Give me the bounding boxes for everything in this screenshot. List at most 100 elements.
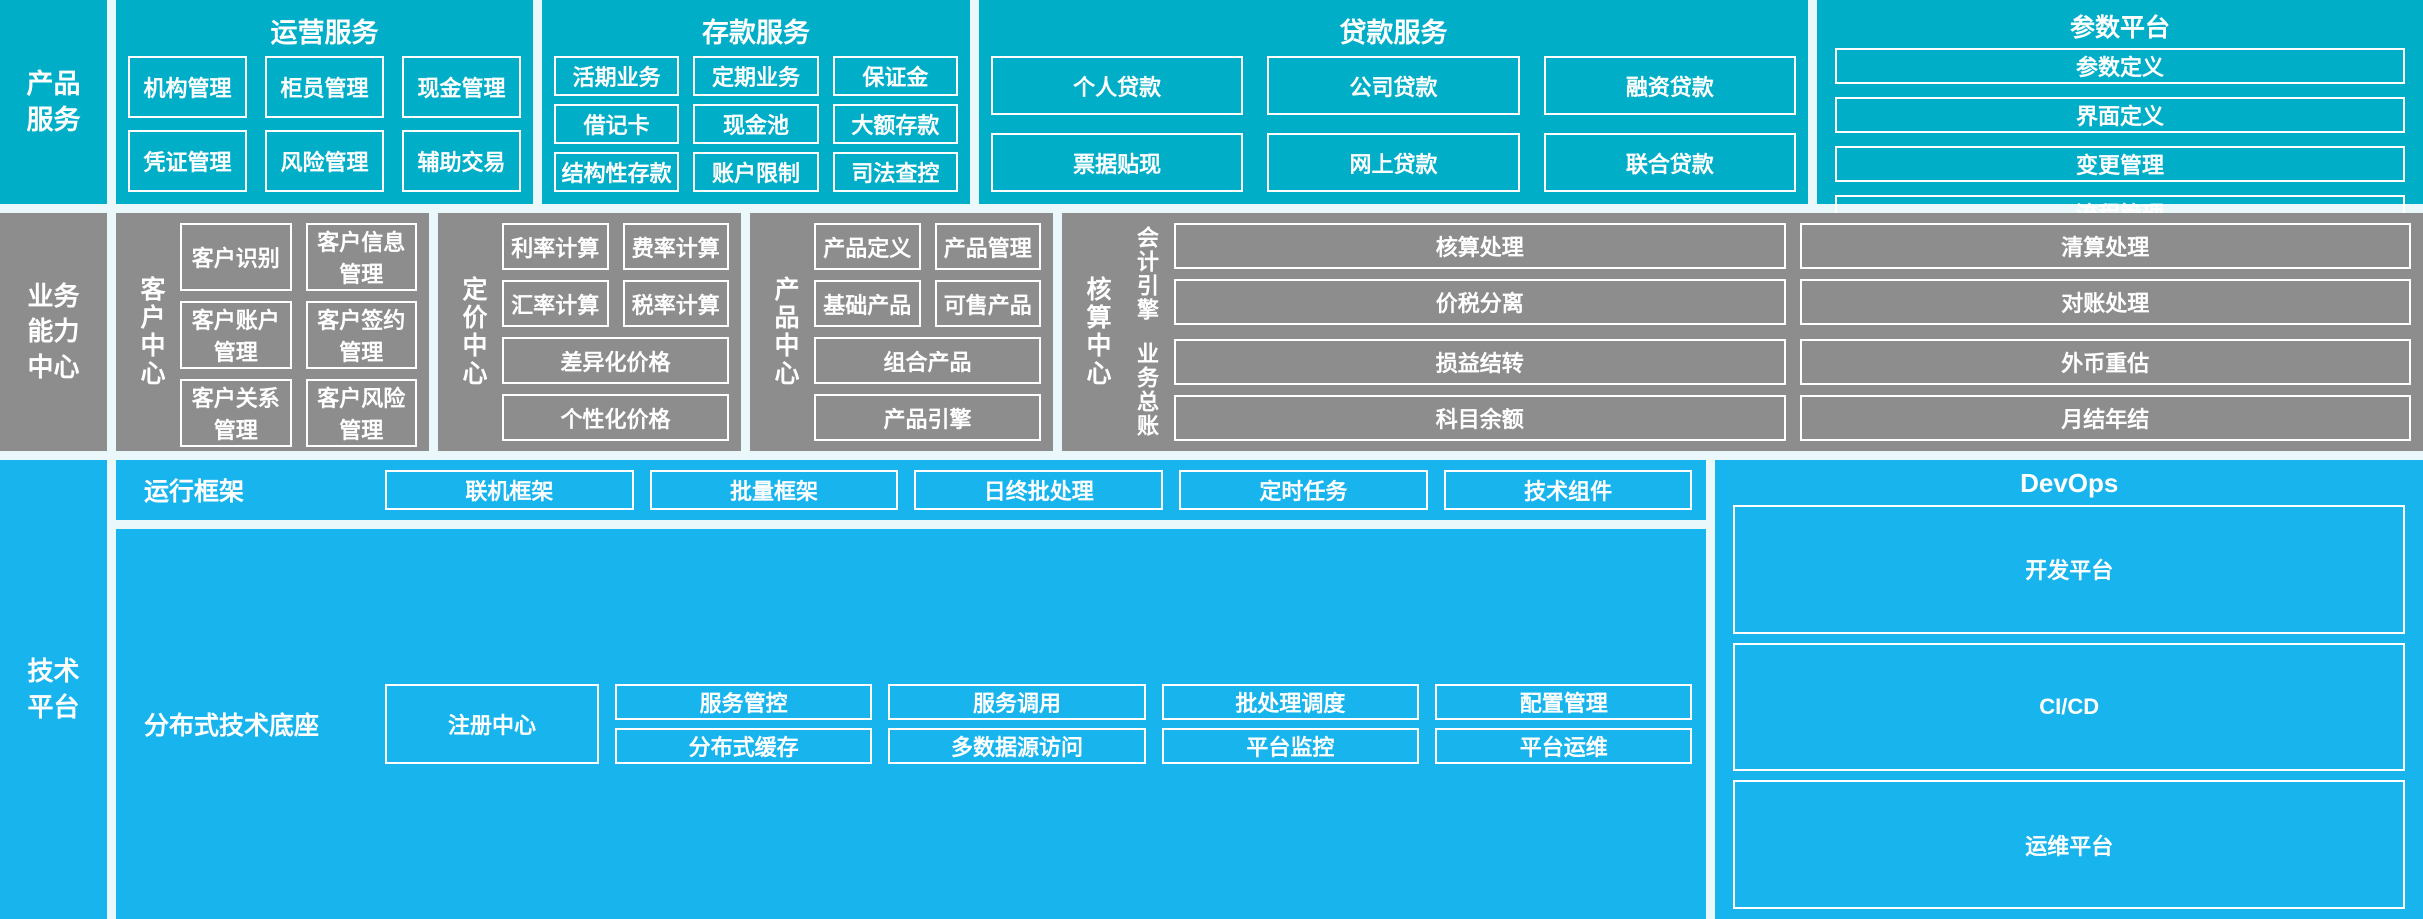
group-devops: DevOps 开发平台 CI/CD 运维平台: [1715, 460, 2423, 919]
lane-label-business-capability: 业务 能力 中心: [0, 213, 107, 451]
foundation-column-3: 批处理调度 平台监控: [1161, 684, 1420, 764]
module-chayihua-jiage[interactable]: 差异化价格: [502, 337, 729, 384]
band-runtime-framework: 运行框架 联机框架 批量框架 日终批处理 定时任务 技术组件: [116, 460, 1707, 520]
module-gongsi-daikuan[interactable]: 公司贷款: [1267, 56, 1520, 115]
module-huoqi-yewu[interactable]: 活期业务: [554, 56, 680, 96]
module-kehu-shibie[interactable]: 客户识别: [180, 223, 292, 291]
center-label-accounting: 核算中心: [1083, 276, 1111, 388]
module-dingshi-renwu[interactable]: 定时任务: [1179, 470, 1428, 510]
center-cells-customer: 客户识别 客户信息管理 客户账户管理 客户签约管理 客户关系管理 客户风险管理: [180, 223, 417, 447]
module-qingsuan-chuli[interactable]: 清算处理: [1799, 223, 2411, 269]
center-cells-product: 产品定义 产品管理 基础产品 可售产品 组合产品 产品引擎: [814, 223, 1041, 441]
group-deposit-service: 存款服务 活期业务 定期业务 保证金 借记卡 现金池 大额存款 结构性存款 账户…: [542, 0, 970, 204]
technical-platform-bands: 运行框架 联机框架 批量框架 日终批处理 定时任务 技术组件 分布式技术底座 注…: [116, 460, 1707, 919]
module-huilv-jisuan[interactable]: 汇率计算: [502, 280, 609, 327]
module-zhanghu-xianzhi[interactable]: 账户限制: [693, 152, 819, 192]
module-lianhe-daikuan[interactable]: 联合贷款: [1543, 133, 1796, 192]
foundation-column-1: 服务管控 分布式缓存: [615, 684, 873, 764]
module-jiegouxing-cunkuan[interactable]: 结构性存款: [554, 152, 680, 192]
module-gexinghua-jiage[interactable]: 个性化价格: [502, 394, 729, 441]
module-jigou-guanli[interactable]: 机构管理: [128, 56, 247, 118]
module-jishu-zujian[interactable]: 技术组件: [1443, 470, 1693, 510]
group-cells-operations: 机构管理 柜员管理 现金管理 凭证管理 风险管理 辅助交易: [128, 56, 521, 192]
module-kehu-guanxi-guanli[interactable]: 客户关系管理: [180, 379, 292, 447]
devops-list: 开发平台 CI/CD 运维平台: [1733, 505, 2406, 910]
center-pricing: 定价中心 利率计算 费率计算 汇率计算 税率计算 差异化价格 个性化价格: [438, 213, 741, 451]
module-kaifa-pingtai[interactable]: 开发平台: [1733, 505, 2406, 634]
group-title-loan: 贷款服务: [1339, 18, 1448, 48]
module-dingqi-yewu[interactable]: 定期业务: [693, 56, 819, 96]
center-label-pricing: 定价中心: [459, 276, 487, 388]
module-piliang-kuangjia[interactable]: 批量框架: [649, 470, 899, 510]
module-pingtai-yunwei[interactable]: 平台运维: [1435, 728, 1693, 764]
group-cells-loan: 个人贷款 公司贷款 融资贷款 票据贴现 网上贷款 联合贷款: [991, 56, 1796, 192]
band-label-distributed-foundation: 分布式技术底座: [144, 712, 320, 740]
module-jiemian-dingyi[interactable]: 界面定义: [1835, 97, 2405, 133]
module-hesuan-chuli[interactable]: 核算处理: [1174, 223, 1786, 269]
module-shuilv-jisuan[interactable]: 税率计算: [622, 280, 729, 327]
module-xianjinchi[interactable]: 现金池: [693, 104, 819, 144]
module-kehu-qianyue-guanli[interactable]: 客户签约管理: [305, 301, 417, 369]
module-jiejika[interactable]: 借记卡: [554, 104, 680, 144]
module-fenbushi-huancun[interactable]: 分布式缓存: [615, 728, 873, 764]
module-kehu-fengxian-guanli[interactable]: 客户风险管理: [305, 379, 417, 447]
module-feilv-jisuan[interactable]: 费率计算: [622, 223, 729, 270]
module-kemu-yue[interactable]: 科目余额: [1174, 395, 1786, 441]
module-chanpin-dingyi[interactable]: 产品定义: [814, 223, 921, 270]
center-customer: 客户中心 客户识别 客户信息管理 客户账户管理 客户签约管理 客户关系管理 客户…: [116, 213, 429, 451]
module-peizhi-guanli[interactable]: 配置管理: [1435, 684, 1693, 720]
module-yuejie-nianjie[interactable]: 月结年结: [1799, 395, 2411, 441]
module-duoshujuyuan-fangwen[interactable]: 多数据源访问: [888, 728, 1146, 764]
module-jiashui-fenli[interactable]: 价税分离: [1174, 279, 1786, 325]
module-lianji-kuangjia[interactable]: 联机框架: [385, 470, 634, 510]
module-canshu-dingyi[interactable]: 参数定义: [1835, 48, 2405, 84]
module-sifa-chakong[interactable]: 司法查控: [832, 152, 958, 192]
module-pingzheng-guanli[interactable]: 凭证管理: [128, 130, 247, 192]
module-wangshang-daikuan[interactable]: 网上贷款: [1267, 133, 1520, 192]
registry-cell-wrapper: 注册中心: [385, 684, 599, 764]
module-sunyi-jiezhuan[interactable]: 损益结转: [1174, 339, 1786, 385]
module-keshou-chanpin[interactable]: 可售产品: [934, 280, 1041, 327]
module-pichuli-diaodu[interactable]: 批处理调度: [1161, 684, 1420, 720]
module-geren-daikuan[interactable]: 个人贷款: [991, 56, 1244, 115]
module-dae-cunkuan[interactable]: 大额存款: [832, 104, 958, 144]
group-title-devops: DevOps: [2020, 468, 2119, 498]
subblock-label-accounting-engine: 会计引擎: [1134, 226, 1159, 322]
subblock-cells-accounting-engine: 核算处理 清算处理 价税分离 对账处理: [1174, 223, 2411, 325]
lane-label-line-1: 产品: [26, 68, 81, 99]
module-baozhengjin[interactable]: 保证金: [832, 56, 958, 96]
module-waibi-chonggu[interactable]: 外币重估: [1799, 339, 2411, 385]
group-title-parameter-platform: 参数平台: [2069, 14, 2170, 42]
foundation-column-2: 服务调用 多数据源访问: [888, 684, 1146, 764]
module-yunwei-pingtai[interactable]: 运维平台: [1733, 780, 2406, 910]
module-ci-cd[interactable]: CI/CD: [1733, 642, 2406, 772]
module-lilv-jisuan[interactable]: 利率计算: [502, 223, 609, 270]
module-rongzi-daikuan[interactable]: 融资贷款: [1543, 56, 1796, 115]
group-cells-deposit: 活期业务 定期业务 保证金 借记卡 现金池 大额存款 结构性存款 账户限制 司法…: [554, 56, 958, 192]
module-jichu-chanpin[interactable]: 基础产品: [814, 280, 921, 327]
band-distributed-foundation: 分布式技术底座 注册中心 服务管控 分布式缓存 服务调用 多数据源访问 批处理调…: [116, 529, 1707, 919]
module-biangeng-guanli[interactable]: 变更管理: [1835, 146, 2405, 182]
module-zhuce-zhongxin[interactable]: 注册中心: [385, 684, 599, 764]
module-piaoju-tiexian[interactable]: 票据贴现: [991, 133, 1244, 192]
module-pingtai-jiankong[interactable]: 平台监控: [1161, 728, 1420, 764]
group-title-operations: 运营服务: [270, 18, 379, 48]
module-chanpin-yinqing[interactable]: 产品引擎: [814, 394, 1041, 441]
module-zuhe-chanpin[interactable]: 组合产品: [814, 337, 1041, 384]
module-fuwu-diaoyong[interactable]: 服务调用: [888, 684, 1146, 720]
subblock-label-general-ledger: 业务总账: [1134, 342, 1159, 438]
lane-label-bc-line-1: 业务: [27, 281, 80, 312]
module-chanpin-guanli[interactable]: 产品管理: [934, 223, 1041, 270]
module-kehu-zhanghu-guanli[interactable]: 客户账户管理: [180, 301, 292, 369]
lane-label-tp-line-2: 平台: [27, 691, 80, 722]
module-xianjin-guanli[interactable]: 现金管理: [402, 56, 521, 118]
group-operations-service: 运营服务 机构管理 柜员管理 现金管理 凭证管理 风险管理 辅助交易: [116, 0, 533, 204]
module-rizhong-pichuli[interactable]: 日终批处理: [914, 470, 1164, 510]
module-kehu-xinxi-guanli[interactable]: 客户信息管理: [305, 223, 417, 291]
module-duizhang-chuli[interactable]: 对账处理: [1799, 279, 2411, 325]
module-fuwu-guankong[interactable]: 服务管控: [615, 684, 873, 720]
module-fuzhu-jiaoyi[interactable]: 辅助交易: [402, 130, 521, 192]
module-fengxian-guanli[interactable]: 风险管理: [265, 130, 384, 192]
module-guiyuan-guanli[interactable]: 柜员管理: [265, 56, 384, 118]
